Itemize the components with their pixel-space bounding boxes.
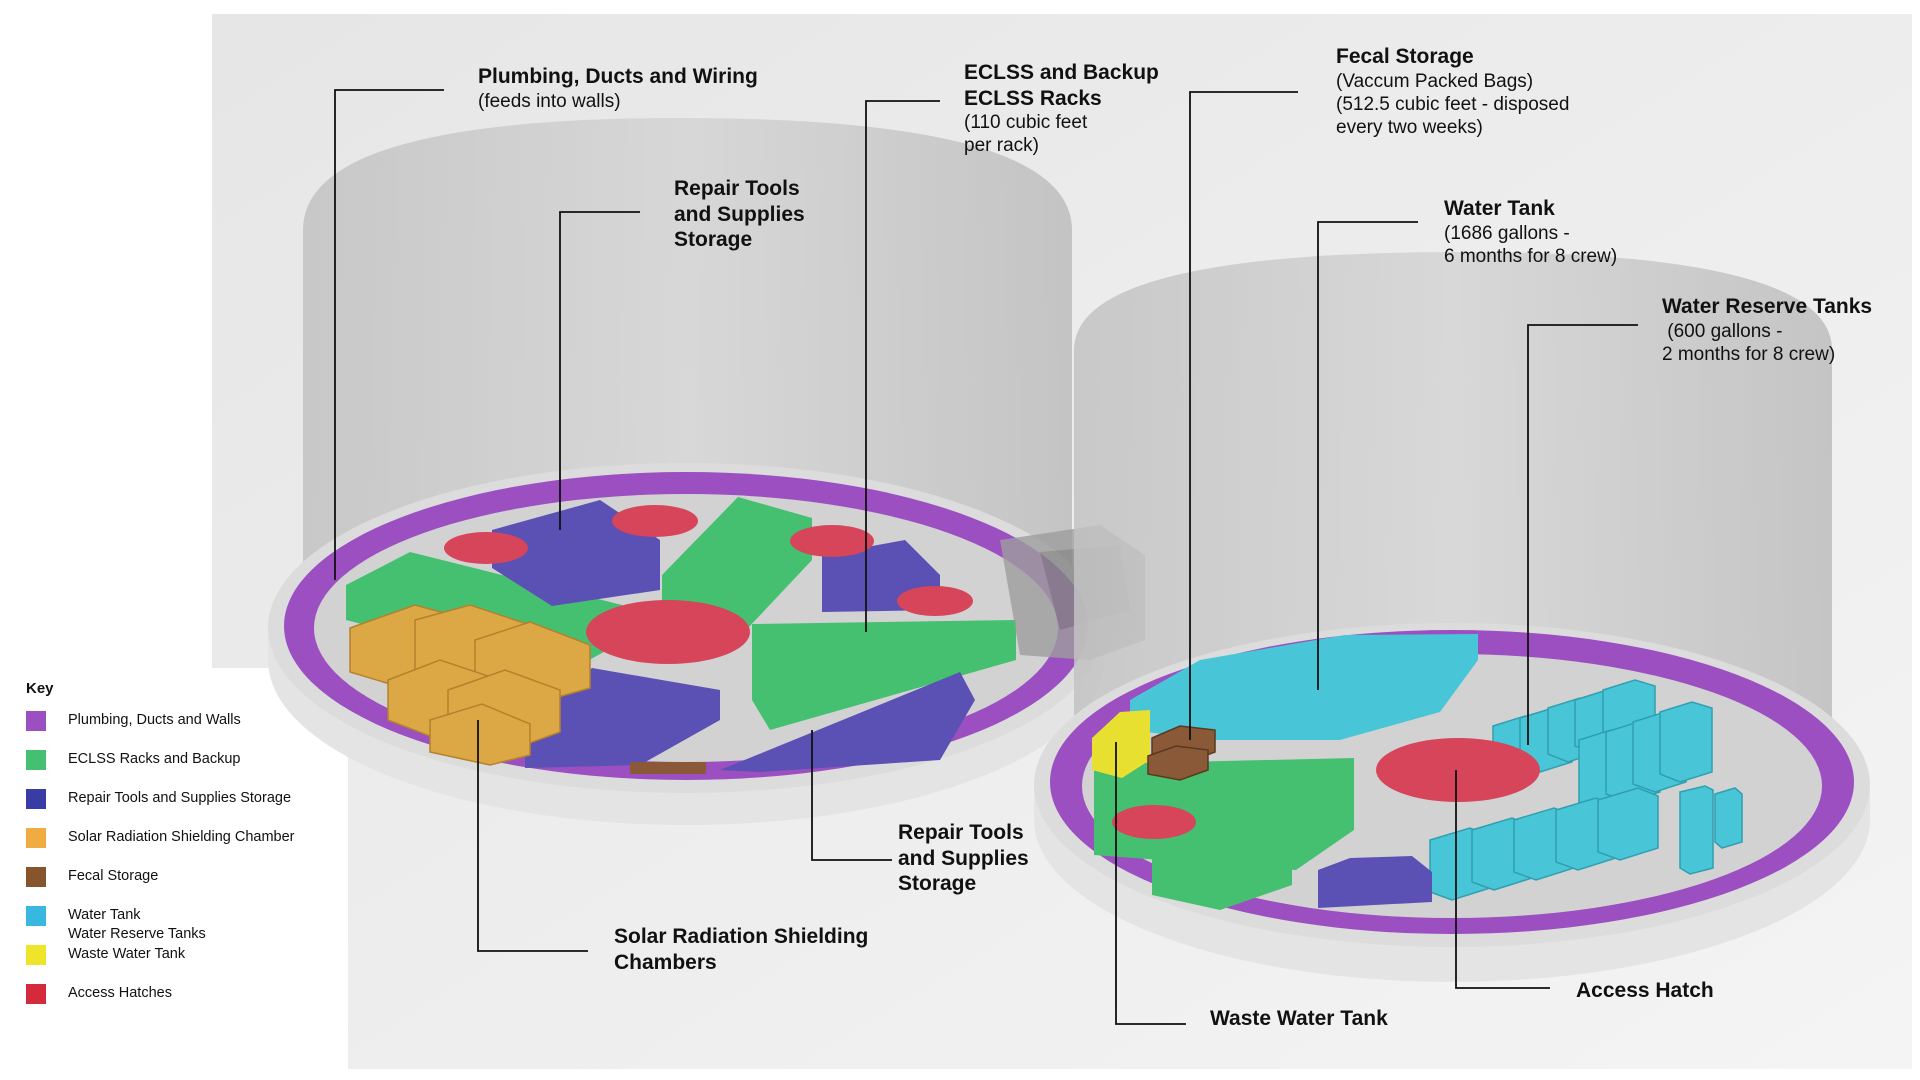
- label-water-tank: Water Tank (1686 gallons - 6 months for …: [1444, 196, 1617, 268]
- leader-water-reserve: [1527, 324, 1638, 745]
- legend-item: Fecal Storage: [26, 867, 346, 906]
- label-eclss-sub: (110 cubic feet per rack): [964, 112, 1088, 157]
- leader-solar: [477, 720, 588, 952]
- label-plumbing-sub: (feeds into walls): [478, 90, 621, 112]
- leader-water-tank: [1317, 221, 1418, 690]
- legend-item: Waste Water Tank: [26, 945, 346, 984]
- label-repair-bottom-title: Repair Tools and Supplies Storage: [898, 821, 1029, 896]
- key-panel-bg: [0, 668, 348, 1080]
- label-repair-top: Repair Tools and Supplies Storage: [674, 176, 805, 253]
- label-water-tank-sub: (1686 gallons - 6 months for 8 crew): [1444, 222, 1618, 267]
- leader-repair-top: [559, 211, 640, 530]
- legend-title: Key: [26, 680, 54, 697]
- left-solar-shielding-chambers: [349, 604, 591, 766]
- legend-item: Access Hatches: [26, 984, 346, 1023]
- legend-swatch: [26, 984, 46, 1004]
- legend-swatch: [26, 789, 46, 809]
- legend-item: ECLSS Racks and Backup: [26, 750, 346, 789]
- left-fecal-storage: [630, 762, 706, 774]
- legend-swatch: [26, 828, 46, 848]
- label-access-title: Access Hatch: [1576, 979, 1714, 1002]
- legend-label: ECLSS Racks and Backup: [68, 751, 241, 767]
- legend-item: Water Tank Water Reserve Tanks: [26, 906, 346, 945]
- right-waste-water-tank: [1092, 710, 1150, 778]
- right-module: [1034, 252, 1870, 982]
- left-module-shell: [303, 118, 1072, 575]
- leader-repair-bottom: [811, 730, 892, 861]
- left-repair-storage-4: [720, 672, 975, 772]
- right-eclss-rack-2: [1152, 818, 1292, 910]
- leader-access: [1455, 770, 1550, 989]
- label-fecal: Fecal Storage (Vaccum Packed Bags) (512.…: [1336, 44, 1569, 139]
- label-water-reserve-title: Water Reserve Tanks: [1662, 295, 1873, 318]
- legend-item: Solar Radiation Shielding Chamber: [26, 828, 346, 867]
- label-repair-bottom: Repair Tools and Supplies Storage: [898, 820, 1029, 897]
- label-waste: Waste Water Tank: [1210, 1006, 1388, 1032]
- label-eclss-title: ECLSS and Backup ECLSS Racks: [964, 61, 1159, 110]
- leader-waste: [1115, 742, 1186, 1025]
- label-fecal-title: Fecal Storage: [1336, 45, 1474, 68]
- left-eclss-rack-3: [752, 620, 1016, 730]
- leader-plumbing: [334, 89, 444, 580]
- legend-swatch: [26, 906, 46, 926]
- leader-lines: [334, 89, 1638, 1025]
- leader-eclss: [865, 100, 940, 632]
- label-fecal-sub: (Vaccum Packed Bags) (512.5 cubic feet -…: [1336, 70, 1570, 138]
- right-module-shell: [1074, 252, 1832, 720]
- legend-label: Access Hatches: [68, 985, 172, 1001]
- label-water-reserve-sub: (600 gallons - 2 months for 8 crew): [1662, 320, 1836, 365]
- label-repair-top-title: Repair Tools and Supplies Storage: [674, 177, 805, 252]
- legend-swatch: [26, 750, 46, 770]
- legend-label: Repair Tools and Supplies Storage: [68, 790, 292, 806]
- label-solar-title: Solar Radiation Shielding Chambers: [614, 925, 869, 974]
- label-solar: Solar Radiation Shielding Chambers: [614, 924, 868, 975]
- legend-item: Repair Tools and Supplies Storage: [26, 789, 346, 828]
- right-repair-storage: [1318, 856, 1432, 908]
- left-module-base: [268, 628, 1104, 825]
- legend-swatch: [26, 945, 46, 965]
- right-water-tank: [1130, 634, 1478, 740]
- legend-swatch: [26, 867, 46, 887]
- right-access-hatches: [1112, 738, 1540, 839]
- legend-label: Fecal Storage: [68, 868, 159, 884]
- left-eclss-rack-2: [662, 497, 812, 628]
- label-plumbing: Plumbing, Ducts and Wiring (feeds into w…: [478, 64, 758, 113]
- label-waste-title: Waste Water Tank: [1210, 1007, 1388, 1030]
- right-module-base: [1034, 785, 1870, 982]
- legend-label: Plumbing, Ducts and Walls: [68, 712, 241, 728]
- legend-swatch: [26, 711, 46, 731]
- right-fecal-storage: [1147, 725, 1216, 781]
- right-eclss-rack-1: [1094, 758, 1354, 870]
- right-water-reserve-tanks: [1429, 679, 1743, 901]
- legend-item: Plumbing, Ducts and Walls: [26, 711, 346, 750]
- label-eclss: ECLSS and Backup ECLSS Racks (110 cubic …: [964, 60, 1159, 158]
- leader-fecal: [1189, 91, 1298, 740]
- legend-label: Solar Radiation Shielding Chamber: [68, 829, 295, 845]
- left-module: [268, 118, 1104, 825]
- label-plumbing-title: Plumbing, Ducts and Wiring: [478, 65, 758, 88]
- label-access: Access Hatch: [1576, 978, 1714, 1004]
- legend-label: Waste Water Tank: [68, 946, 186, 962]
- legend-label: Water Tank Water Reserve Tanks: [68, 907, 206, 942]
- label-water-reserve: Water Reserve Tanks (600 gallons - 2 mon…: [1662, 294, 1872, 366]
- left-access-hatches: [444, 505, 973, 664]
- label-water-tank-title: Water Tank: [1444, 197, 1555, 220]
